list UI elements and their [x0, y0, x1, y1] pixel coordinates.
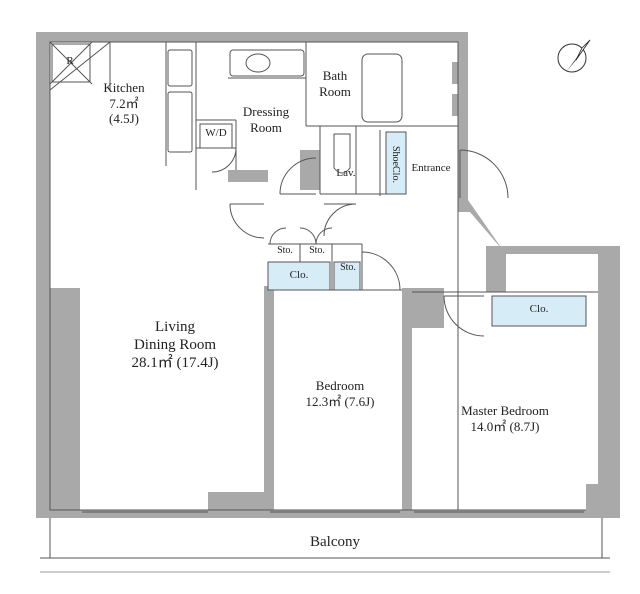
storage-label-1: Sto. [277, 245, 293, 256]
bedroom-name: Bedroom [315, 378, 365, 393]
balcony-label: Balcony [310, 534, 360, 550]
bath-line2: Room [319, 83, 351, 99]
dressing-room-label: Dressing Room [228, 104, 304, 135]
living-dining-label: Living Dining Room 28.1㎡ (17.4J) [100, 318, 250, 372]
door-swings [82, 147, 584, 513]
storage-label-3: Sto. [340, 262, 356, 273]
bath-line1: Bath [322, 68, 348, 83]
closets [267, 131, 587, 327]
bedroom-area: 12.3㎡ (7.6J) [305, 393, 375, 409]
living-area: 28.1㎡ (17.4J) [131, 355, 219, 371]
closet-label-2: Clo. [529, 303, 549, 315]
kitchen-jo: (4.5J) [109, 111, 139, 127]
living-line2: Dining Room [133, 337, 217, 353]
kitchen-label: Kitchen 7.2㎡ (4.5J) [84, 80, 164, 127]
shoe-closet-label: ShoeClo. [390, 145, 401, 183]
washer-dryer-label: W/D [205, 127, 227, 139]
living-line1: Living [155, 319, 195, 335]
master-bedroom-label: Master Bedroom 14.0㎡ (8.7J) [430, 403, 580, 434]
dressing-line1: Dressing [242, 104, 290, 119]
master-area: 14.0㎡ (8.7J) [470, 418, 540, 434]
dressing-line2: Room [250, 119, 282, 135]
bath-room-label: Bath Room [306, 68, 364, 99]
entrance-label: Entrance [411, 162, 451, 174]
bedroom-label: Bedroom 12.3㎡ (7.6J) [280, 378, 400, 409]
kitchen-area: 7.2㎡ [109, 95, 139, 111]
storage-label-2: Sto. [309, 245, 325, 256]
north-arrow-icon [557, 39, 591, 73]
fridge-label: R [66, 55, 74, 67]
closet-label-1: Clo. [289, 269, 309, 281]
master-name: Master Bedroom [461, 403, 549, 418]
lavatory-label: Lav. [336, 167, 356, 179]
kitchen-name: Kitchen [103, 80, 145, 95]
